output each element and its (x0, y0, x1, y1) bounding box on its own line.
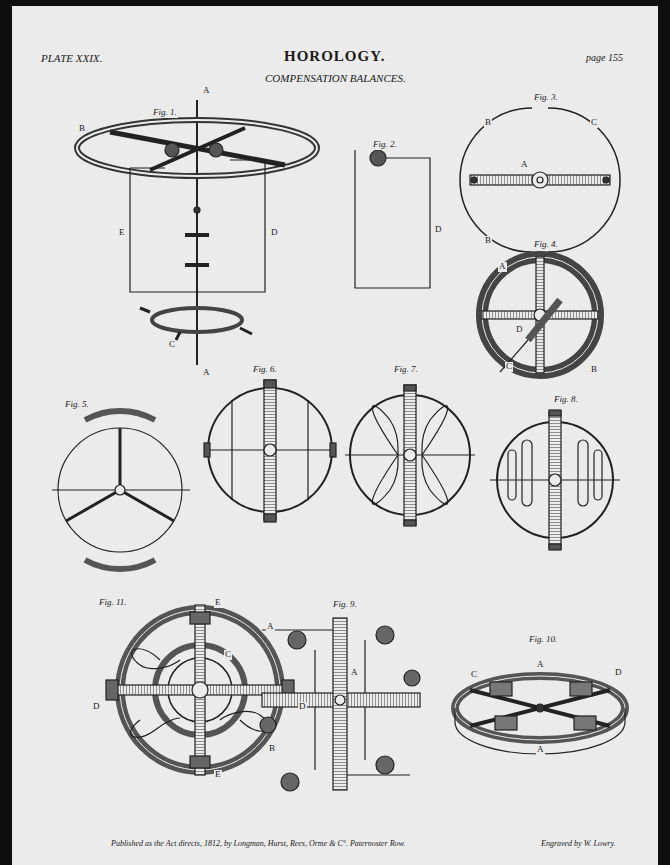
figure-label: Fig. 6. (252, 365, 278, 375)
page-number: page 155 (585, 52, 624, 63)
figure-label: Fig. 8. (553, 395, 579, 405)
figure-label: Fig. 1. (152, 108, 178, 118)
part-letter: A (536, 660, 545, 670)
part-letter: A (266, 622, 275, 632)
fig5-balance (52, 411, 190, 569)
fig8-balance (490, 410, 620, 550)
part-letter: B (268, 744, 276, 754)
part-letter: D (434, 225, 443, 235)
part-letter: D (298, 702, 307, 712)
part-letter: C (224, 650, 232, 660)
fig6-balance (204, 380, 336, 522)
plate-number: PLATE XXIX. (40, 52, 103, 64)
part-letter: D (92, 702, 101, 712)
part-letter: A (202, 368, 211, 378)
subtitle: COMPENSATION BALANCES. (264, 72, 407, 84)
part-letter: C (470, 670, 478, 680)
part-letter: A (202, 86, 211, 96)
figure-label: Fig. 10. (528, 635, 558, 645)
part-letter: E (118, 228, 126, 238)
plate-title: HOROLOGY. (283, 48, 386, 65)
part-letter: C (590, 118, 598, 128)
figure-label: Fig. 7. (393, 365, 419, 375)
fig11-balance (106, 605, 294, 775)
part-letter: B (484, 118, 492, 128)
figure-label: Fig. 2. (372, 140, 398, 150)
fig4-balance (482, 257, 598, 373)
fig10-balance (455, 676, 625, 754)
part-letter: D (270, 228, 279, 238)
part-letter: C (168, 340, 176, 350)
part-letter: A (350, 668, 359, 678)
part-letter: B (590, 365, 598, 375)
part-letter: A (536, 745, 545, 755)
figure-label: Fig. 4. (533, 240, 559, 250)
part-letter: A (520, 160, 529, 170)
part-letter: E (214, 598, 222, 608)
engraver-line: Engraved by W. Lowry. (540, 840, 617, 849)
fig1-balance (77, 100, 317, 365)
fig3-balance (460, 108, 620, 252)
part-letter: D (614, 668, 623, 678)
figure-label: Fig. 5. (64, 400, 90, 410)
figure-label: Fig. 9. (332, 600, 358, 610)
part-letter: A (498, 262, 507, 272)
figure-label: Fig. 11. (98, 598, 128, 608)
part-letter: B (484, 236, 492, 246)
part-letter: B (78, 124, 86, 134)
part-letter: D (515, 325, 524, 335)
fig9-balance (260, 618, 420, 791)
part-letter: C (505, 362, 513, 372)
part-letter: E (214, 770, 222, 780)
publisher-line: Published as the Act directs, 1812, by L… (110, 840, 406, 849)
fig2-frame (355, 150, 430, 288)
figure-label: Fig. 3. (533, 93, 559, 103)
fig7-balance (345, 385, 475, 526)
